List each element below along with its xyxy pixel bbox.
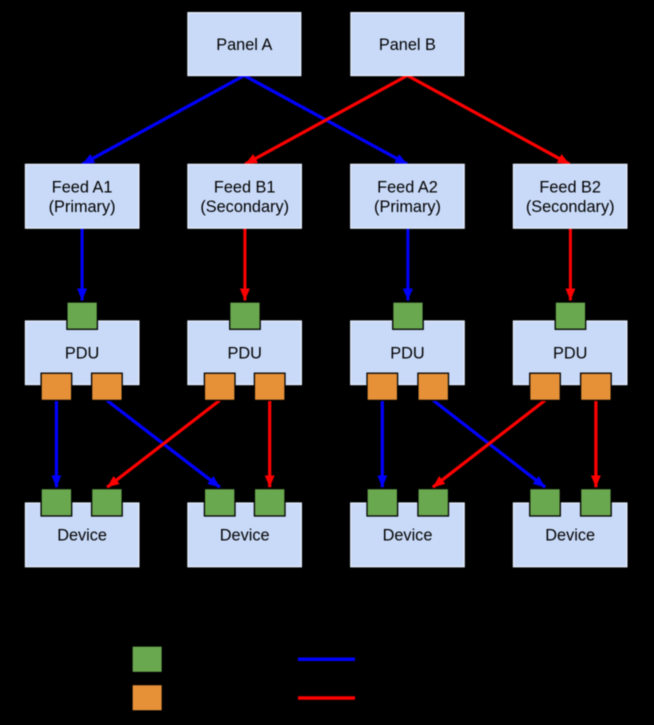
svg-text:Device: Device [220, 527, 270, 545]
svg-text:(Primary): (Primary) [374, 198, 441, 216]
svg-text:(Secondary): (Secondary) [200, 198, 289, 216]
svg-text:(Secondary): (Secondary) [526, 198, 615, 216]
svg-text:Device: Device [383, 527, 433, 545]
svg-text:Feed B1: Feed B1 [214, 178, 276, 196]
svg-text:PDU: PDU [65, 345, 99, 363]
svg-text:Panel A: Panel A [216, 36, 272, 54]
svg-text:PDU: PDU [228, 345, 262, 363]
svg-text:(Primary): (Primary) [49, 198, 116, 216]
svg-text:Device: Device [57, 527, 107, 545]
svg-text:PDU: PDU [553, 345, 587, 363]
svg-text:PDU: PDU [390, 345, 424, 363]
svg-text:Feed A1: Feed A1 [52, 178, 113, 196]
svg-text:Feed B2: Feed B2 [539, 178, 601, 196]
svg-text:Panel B: Panel B [379, 36, 436, 54]
svg-text:Device: Device [545, 527, 595, 545]
svg-text:Feed A2: Feed A2 [377, 178, 438, 196]
